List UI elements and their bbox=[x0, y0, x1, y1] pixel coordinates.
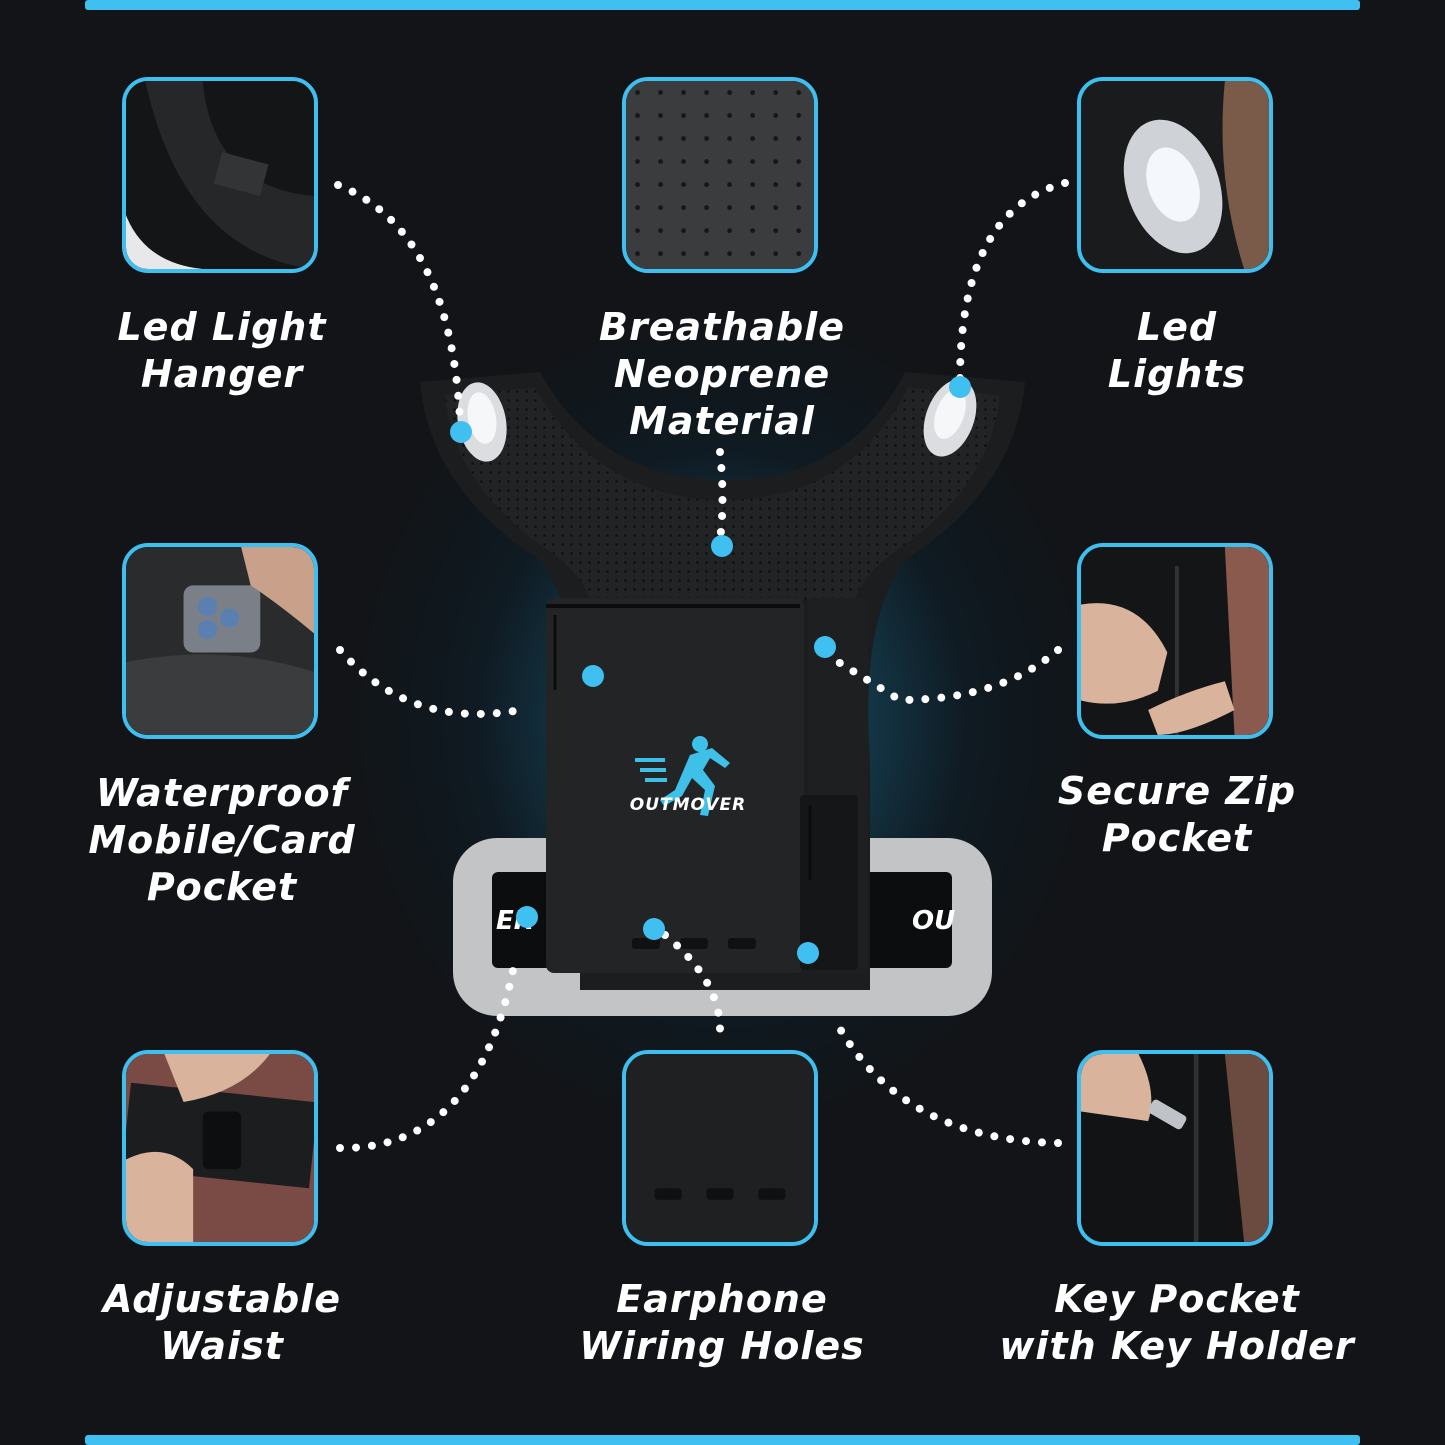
thumb-waterproof-pocket bbox=[122, 543, 318, 739]
thumb-secure-zip-pocket bbox=[1077, 543, 1273, 739]
label-earphone-holes: Earphone Wiring Holes bbox=[579, 1277, 865, 1368]
thumb-breathable-neoprene bbox=[622, 77, 818, 273]
label-secure-zip-pocket: Secure Zip Pocket bbox=[1057, 769, 1297, 860]
hotspot-markers bbox=[450, 376, 971, 964]
top-accent-bar bbox=[85, 0, 1360, 10]
label-waterproof-pocket: Waterproof Mobile/Card Pocket bbox=[88, 771, 356, 909]
bottom-accent-bar bbox=[85, 1435, 1360, 1445]
label-key-pocket: Key Pocket with Key Holder bbox=[999, 1277, 1355, 1368]
strap-brand-right: OU bbox=[912, 906, 956, 936]
brand-logo-text: OUTMOVER bbox=[629, 795, 747, 815]
thumb-earphone-holes bbox=[622, 1050, 818, 1246]
thumb-led-lights bbox=[1077, 77, 1273, 273]
thumb-adjustable-waist bbox=[122, 1050, 318, 1246]
thumb-led-light-hanger bbox=[122, 77, 318, 273]
label-adjustable-waist: Adjustable Waist bbox=[103, 1277, 341, 1368]
label-led-light-hanger: Led Light Hanger bbox=[117, 305, 327, 396]
label-breathable-neoprene: Breathable Neoprene Material bbox=[599, 305, 845, 443]
thumb-key-pocket bbox=[1077, 1050, 1273, 1246]
label-led-lights: Led Lights bbox=[1107, 305, 1247, 396]
